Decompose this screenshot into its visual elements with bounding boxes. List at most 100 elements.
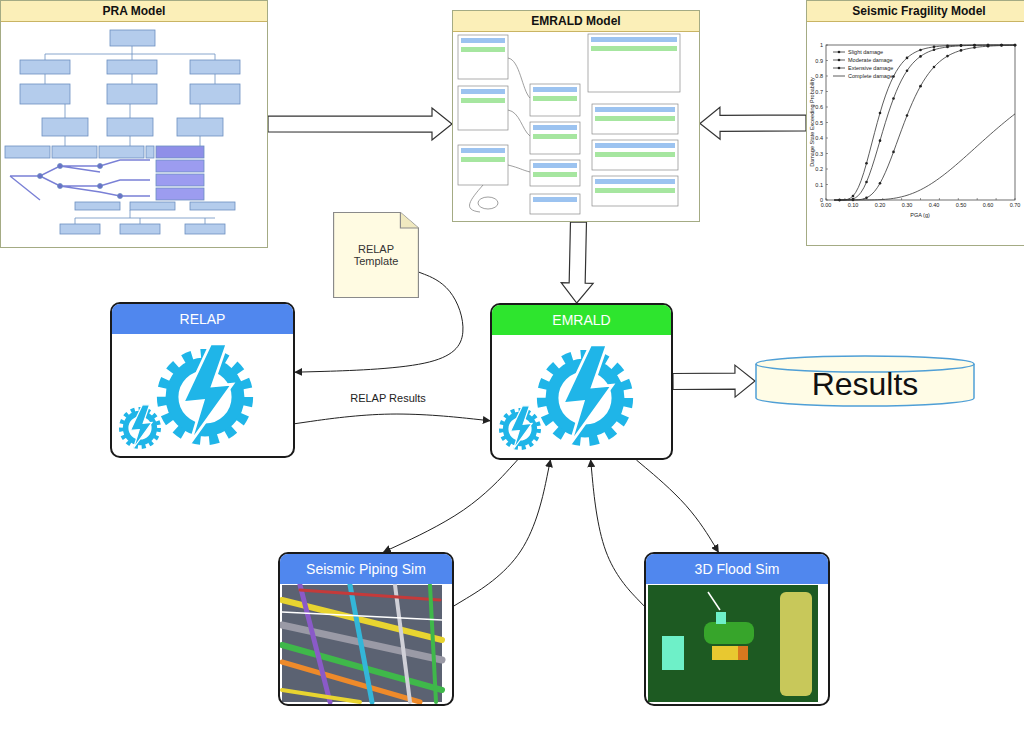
- circle-shape: [973, 44, 976, 47]
- circle-shape: [892, 97, 895, 100]
- node-label: RELAP Template: [333, 243, 419, 267]
- fragility-chart: [826, 44, 1016, 202]
- path-shape: [470, 58, 530, 212]
- circle-shape: [946, 55, 949, 58]
- rect-shape: [60, 224, 100, 234]
- tick-label: 0.9: [815, 58, 823, 64]
- circle-shape: [852, 195, 855, 198]
- line-shape: [826, 122, 828, 123]
- path-shape: [300, 585, 330, 702]
- line-shape: [826, 169, 828, 170]
- gear-icon: [121, 405, 159, 448]
- circle-shape: [892, 151, 895, 154]
- rect-shape: [530, 122, 580, 154]
- tick-label: 0.20: [875, 202, 886, 208]
- line-shape: [833, 68, 845, 69]
- rect-shape: [185, 224, 225, 234]
- circle-shape: [865, 181, 868, 184]
- tick-label: 0.70: [1010, 202, 1021, 208]
- circle-shape: [906, 57, 909, 60]
- rect-shape: [458, 86, 508, 130]
- tick-label: 0.30: [902, 202, 913, 208]
- tick-label: 0.1: [815, 182, 823, 188]
- ellipse-shape: [478, 197, 498, 209]
- rect-shape: [461, 98, 505, 103]
- legend-text: Slight damage: [848, 49, 883, 55]
- path-shape: [430, 585, 436, 702]
- circle-shape: [973, 44, 976, 47]
- circle-shape: [919, 85, 922, 88]
- rect-shape: [592, 104, 678, 134]
- circle-shape: [879, 112, 882, 115]
- circle-shape: [906, 114, 909, 117]
- circle-shape: [118, 194, 123, 199]
- flood-picture: [648, 585, 818, 702]
- rect-shape: [110, 30, 155, 46]
- rect-shape: [533, 125, 577, 130]
- tick-label: 1: [820, 42, 823, 48]
- circle-shape: [919, 49, 922, 52]
- legend-row: Extensive damage: [832, 65, 893, 71]
- rect-shape: [533, 197, 577, 202]
- circle-shape: [58, 184, 63, 189]
- rect-shape: [662, 636, 684, 670]
- rect-shape: [130, 202, 175, 210]
- path-shape: [834, 114, 1015, 200]
- rect-shape: [595, 107, 675, 112]
- circle-shape: [58, 164, 63, 169]
- line-shape: [833, 76, 845, 77]
- circle-shape: [38, 174, 43, 179]
- header-title: EMRALD: [492, 305, 671, 335]
- rect-shape: [738, 646, 748, 660]
- circle-shape: [1000, 44, 1003, 47]
- rect-shape: [716, 612, 726, 624]
- path-shape: [834, 45, 1015, 200]
- document-shape: RELAP Template: [333, 212, 419, 298]
- circle-shape: [1014, 44, 1017, 47]
- tick-label: 0.00: [821, 202, 832, 208]
- header-title: Seismic Fragility Model: [807, 1, 1024, 22]
- rect-shape: [461, 89, 505, 94]
- circle-shape: [865, 162, 868, 165]
- header-title: PRA Model: [1, 1, 267, 22]
- rect-shape: [282, 585, 442, 702]
- circle-shape: [946, 46, 949, 49]
- line-shape: [826, 198, 827, 200]
- rect-shape: [533, 96, 577, 101]
- connector-arrow: [295, 414, 490, 424]
- piping-picture: [282, 585, 442, 702]
- rect-shape: [533, 134, 577, 139]
- line-shape: [826, 107, 828, 108]
- rect-shape: [533, 163, 577, 168]
- rect-shape: [530, 194, 580, 214]
- rect-shape: [461, 38, 505, 43]
- rect-shape: [52, 146, 97, 158]
- rect-shape: [146, 146, 154, 158]
- rect-shape: [190, 202, 235, 210]
- circle-shape: [987, 45, 990, 48]
- circle-shape: [879, 182, 882, 185]
- line-shape: [826, 138, 828, 139]
- line-shape: [833, 60, 845, 61]
- block-arrow: [561, 222, 593, 303]
- line-shape: [826, 184, 828, 185]
- circle-shape: [906, 69, 909, 72]
- panel: PRA Model: [0, 0, 268, 248]
- circle-shape: [1000, 44, 1003, 47]
- rect-shape: [595, 143, 675, 148]
- rect-shape: [595, 152, 675, 157]
- circle-shape: [838, 51, 841, 54]
- tick-label: 0.60: [983, 202, 994, 208]
- rect-shape: [461, 157, 505, 162]
- circle-shape: [1000, 44, 1003, 47]
- circle-shape: [1014, 44, 1017, 47]
- legend-text: Complete damage: [848, 73, 893, 79]
- tick-label: 0.8: [815, 73, 823, 79]
- line-shape: [826, 91, 828, 92]
- gear-icon: [162, 344, 248, 443]
- line-shape: [920, 198, 921, 200]
- panel: Seismic Fragility Model: [806, 0, 1024, 246]
- gear-icon: [501, 406, 539, 449]
- block-arrow: [268, 108, 452, 140]
